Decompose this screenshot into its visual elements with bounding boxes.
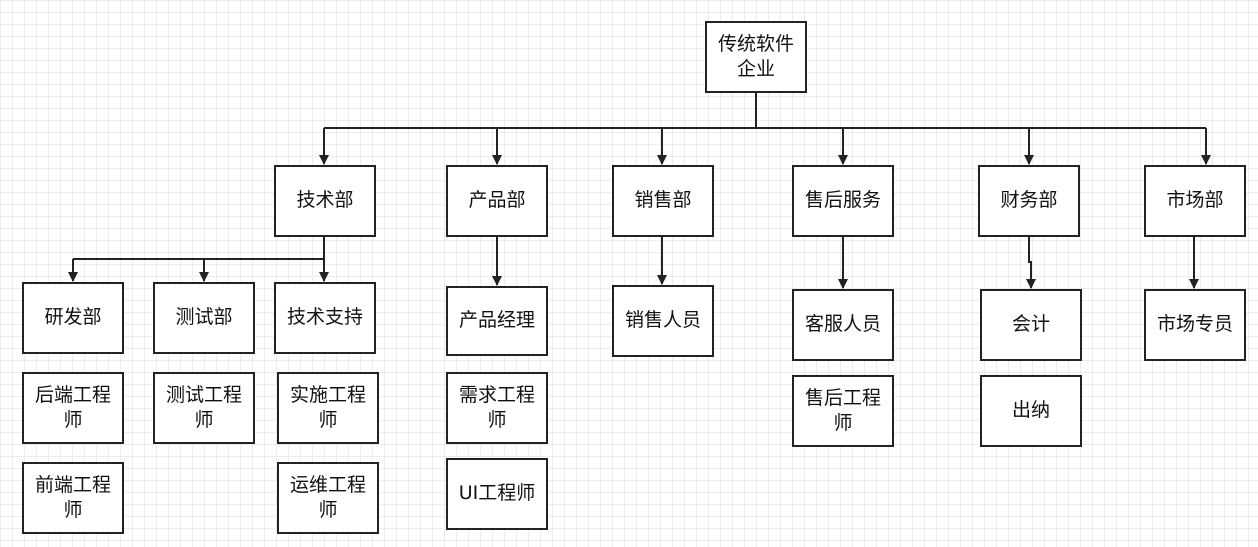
node-ops-engineer: 运维工程师 xyxy=(277,462,379,534)
node-implementation-engineer: 实施工程师 xyxy=(277,372,379,444)
node-root: 传统软件企业 xyxy=(705,21,807,93)
node-marketing-specialist: 市场专员 xyxy=(1144,289,1246,361)
node-aftersales-engineer: 售后工程师 xyxy=(792,375,894,447)
node-dept-finance: 财务部 xyxy=(978,165,1080,237)
node-dept-sales: 销售部 xyxy=(612,165,714,237)
node-dept-aftersales: 售后服务 xyxy=(792,165,894,237)
node-requirements-engineer: 需求工程师 xyxy=(446,372,548,444)
node-group-support: 技术支持 xyxy=(274,282,376,354)
node-backend-engineer: 后端工程师 xyxy=(22,372,124,444)
node-group-test: 测试部 xyxy=(153,282,255,354)
node-frontend-engineer: 前端工程师 xyxy=(22,462,124,534)
node-accountant: 会计 xyxy=(980,289,1082,361)
node-dept-tech: 技术部 xyxy=(274,165,376,237)
connector-finance-to-accountant xyxy=(1026,236,1036,289)
node-test-engineer: 测试工程师 xyxy=(153,372,255,444)
node-cashier: 出纳 xyxy=(980,375,1082,447)
node-product-manager: 产品经理 xyxy=(446,286,548,356)
node-dept-marketing: 市场部 xyxy=(1144,165,1246,237)
connector-tech-bus xyxy=(73,236,325,260)
node-customer-service: 客服人员 xyxy=(792,289,894,361)
node-ui-engineer: UI工程师 xyxy=(446,458,548,530)
node-dept-product: 产品部 xyxy=(446,165,548,237)
connector-root-bus xyxy=(324,92,1206,129)
node-group-rd: 研发部 xyxy=(22,282,124,354)
node-sales-staff: 销售人员 xyxy=(612,285,714,357)
